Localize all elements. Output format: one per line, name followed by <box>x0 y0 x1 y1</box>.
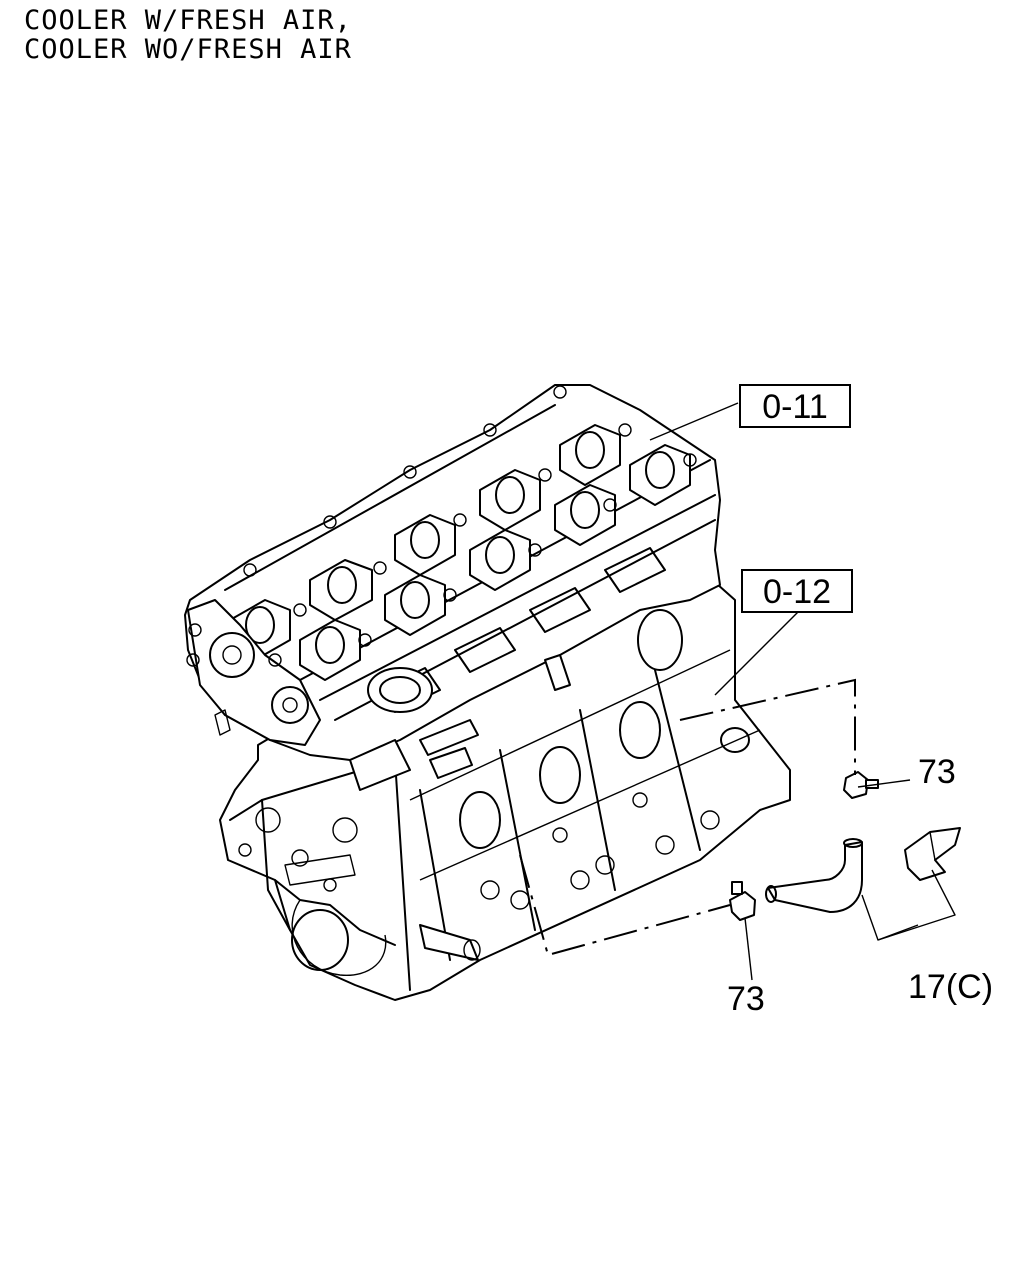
ref-label-cylinder-head: 0-11 <box>762 388 828 426</box>
water-hose-drawing <box>729 771 961 921</box>
cylinder-head-drawing <box>184 384 721 791</box>
callout-clamp-upper[interactable]: 73 <box>918 753 956 791</box>
title-line-1: COOLER W/FRESH AIR, <box>24 5 352 36</box>
leader-lines <box>519 402 956 981</box>
title-line-2: COOLER WO/FRESH AIR <box>24 34 352 65</box>
ref-box-cylinder-block[interactable]: 0-12 <box>741 569 853 613</box>
callout-hose-kit[interactable]: 17(C) <box>908 968 993 1006</box>
diagram-title: COOLER W/FRESH AIR, COOLER WO/FRESH AIR <box>24 6 352 64</box>
ref-box-cylinder-head[interactable]: 0-11 <box>739 384 851 428</box>
cylinder-block-drawing <box>219 559 791 1001</box>
callout-clamp-lower[interactable]: 73 <box>727 980 765 1018</box>
ref-label-cylinder-block: 0-12 <box>763 573 831 611</box>
